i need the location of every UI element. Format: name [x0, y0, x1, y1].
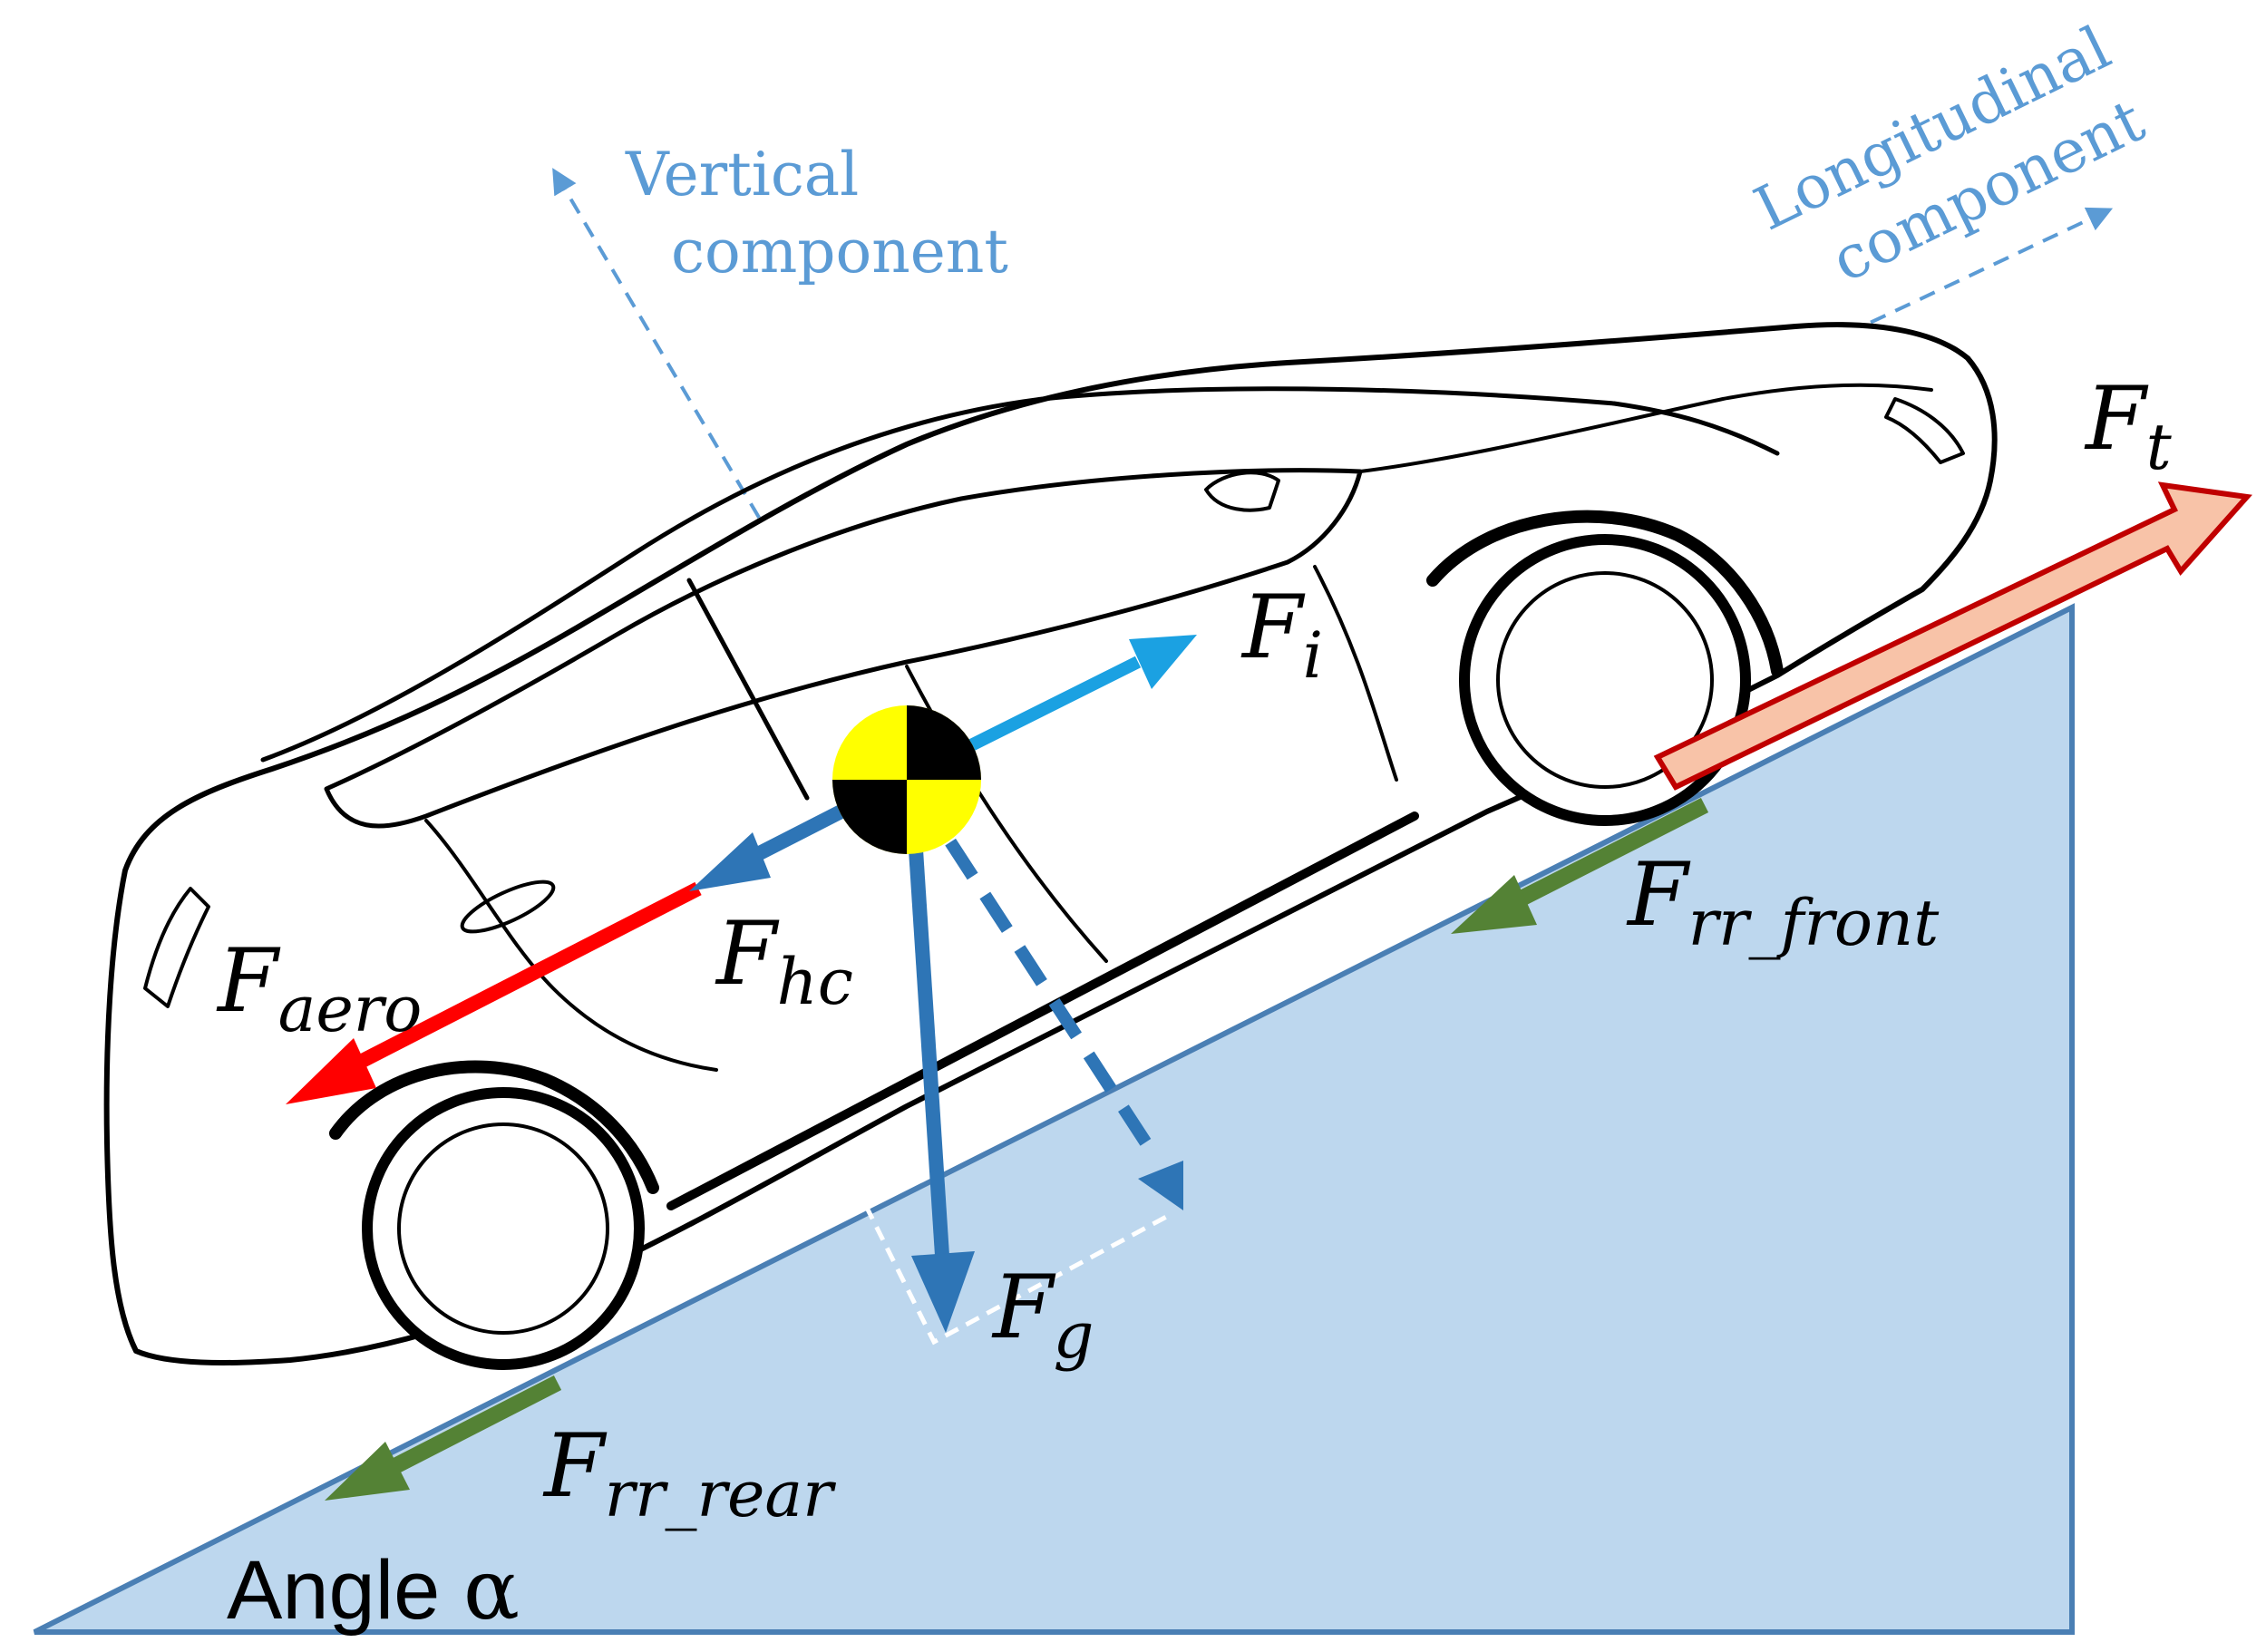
rr-front-label: Frr_front [1626, 844, 1940, 960]
aero-label: Faero [216, 930, 422, 1046]
rr-rear-arrow-shaft [376, 1375, 562, 1482]
door-line-mid [1313, 565, 1398, 782]
hill-climb-label: Fhc [715, 903, 853, 1019]
rear-wheel [362, 1087, 645, 1370]
front-wheel [1459, 534, 1751, 826]
rr-rear-label: Frr_rear [542, 1415, 836, 1531]
rear-wheel-arch [329, 1060, 659, 1194]
rr-front-arrow-shaft [1501, 797, 1709, 915]
rear-wheel-rim [397, 1122, 609, 1335]
roof-line [260, 386, 1780, 763]
side-mirror [1204, 471, 1280, 512]
rocker-panel [666, 811, 1419, 1210]
gravity-decomposition-box [863, 1204, 1172, 1346]
gravity-component-dashed [910, 785, 1157, 1155]
door-line-rear [424, 819, 718, 1072]
aero-arrowhead [286, 1038, 376, 1104]
aero-arrow-shaft [341, 881, 702, 1077]
rr-rear-arrowhead [325, 1442, 410, 1501]
front-wheel-arch [1426, 510, 1784, 677]
gravity-arrow-shaft [904, 779, 950, 1270]
b-pillar [686, 578, 810, 801]
traction-label: Ft [2084, 368, 2173, 484]
center-of-gravity-marker [832, 705, 981, 854]
gravity-component-arrowhead [1138, 1161, 1183, 1210]
hood-line [1358, 383, 1933, 473]
car-outline [103, 322, 1998, 1370]
angle-label: Angle α [227, 1541, 520, 1638]
side-window [324, 468, 1363, 829]
head-lamp [1884, 397, 1965, 464]
vertical-component-label-line2: component [671, 217, 1008, 287]
gravity-arrowhead [911, 1251, 975, 1333]
front-wheel-rim [1496, 571, 1714, 789]
vertical-component-label-line1: Vertical [625, 140, 859, 209]
inertia-arrowhead [1129, 635, 1197, 689]
rear-lamp [143, 887, 210, 1008]
rr-front-arrowhead [1451, 875, 1537, 934]
door-line-front [905, 665, 1108, 963]
slope-plane [33, 603, 2075, 1635]
hill-climb-arrowhead [689, 832, 771, 891]
traction-arrow [1653, 481, 2252, 791]
inertia-label: Fi [1240, 577, 1323, 693]
gravity-label: Fg [991, 1257, 1094, 1373]
door-handle [460, 879, 556, 934]
